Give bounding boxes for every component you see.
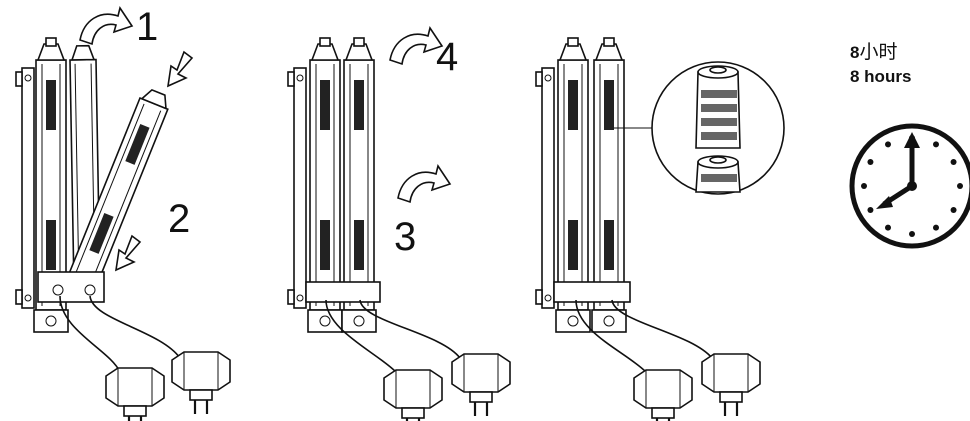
cable [325,299,397,373]
clock-hour-dot [950,207,957,213]
cable [59,295,121,373]
clock-hour-dot [950,159,957,165]
clock-icon [849,123,970,249]
down-arrow-icon [115,235,141,271]
clock-hour-dot [885,141,891,148]
duration-title: 8小时 [850,41,897,63]
duration-label-cn: 小时 [859,41,897,63]
cable [611,299,713,359]
rotate-arrow-icon [397,165,451,203]
panel-charging [535,37,785,421]
clock-hour-dot [867,207,874,213]
charging-base [37,271,105,303]
clock-hour-dot [867,159,874,165]
rotate-arrow-icon [79,7,133,45]
charge-duration: 8小时 8 hours [849,41,970,249]
battery-icon [651,61,785,195]
charging-base [305,281,381,303]
clock-hour-dot [933,224,939,231]
duration-label-en: 8 hours [850,67,911,86]
duration-number: 8 [850,43,859,62]
cable [575,299,647,373]
sensor-column-removed [67,88,169,287]
step-label-3: 3 [394,215,416,259]
step-label-4: 4 [436,35,458,79]
step-label-2: 2 [168,197,190,241]
panel-step-1-2: 1 2 [15,5,232,421]
power-adapter-icon [382,368,444,421]
clock-hour-dot [885,224,891,231]
clock-hour-dot [933,141,939,148]
down-arrow-icon [167,51,193,87]
cable [359,299,461,359]
cable [89,295,181,359]
clock-hour-dot [861,183,867,189]
clock-hour-dot [909,231,915,237]
charging-base [553,281,631,303]
rotate-arrow-icon [389,27,443,65]
power-adapter-icon [700,352,762,418]
power-adapter-icon [104,366,166,421]
power-adapter-icon [632,368,694,421]
step-label-1: 1 [136,5,158,49]
power-adapter-icon [170,350,232,416]
panel-step-3-4: 4 3 [287,27,512,421]
clock-hour-dot [957,183,963,189]
power-adapter-icon [450,352,512,418]
